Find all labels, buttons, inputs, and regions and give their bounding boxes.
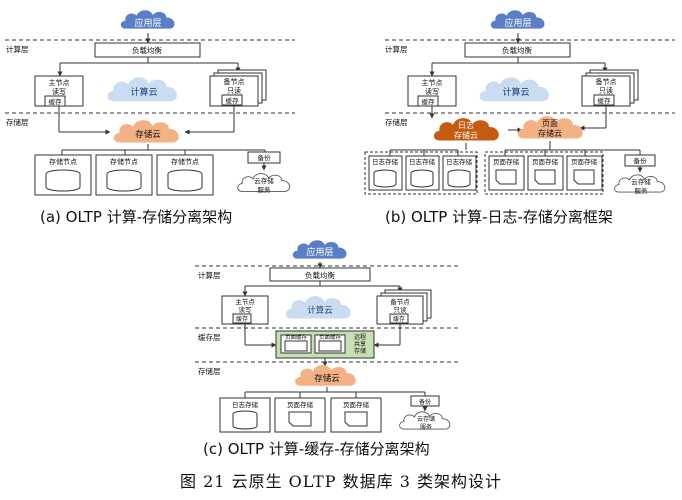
- svg-text:日志存储: 日志存储: [372, 157, 399, 166]
- svg-text:服务: 服务: [258, 185, 272, 194]
- svg-text:备节点: 备节点: [390, 297, 410, 306]
- svg-text:服务: 服务: [635, 186, 649, 195]
- svg-text:存储节点: 存储节点: [171, 157, 199, 166]
- svg-text:读写: 读写: [239, 305, 252, 314]
- svg-text:共享: 共享: [354, 340, 366, 348]
- svg-text:页面存储: 页面存储: [532, 157, 559, 166]
- svg-text:备节点: 备节点: [596, 77, 617, 86]
- page-store-c-1: 页面存储: [274, 397, 326, 433]
- figure-caption: 图 21 云原生 OLTP 数据库 3 类架构设计: [180, 472, 502, 491]
- svg-text:页面存储: 页面存储: [571, 157, 598, 166]
- svg-text:日志存储: 日志存储: [409, 157, 436, 166]
- svg-text:远程: 远程: [354, 333, 366, 341]
- primary-cache-box: [44, 95, 66, 107]
- log-store-3: 日志存储: [442, 155, 477, 191]
- log-store-1: 日志存储: [368, 155, 403, 191]
- svg-text:只读: 只读: [394, 305, 408, 314]
- storage-node-1: 存储节点: [34, 154, 92, 196]
- caption-a: (a) OLTP 计算-存储分离架构: [40, 208, 232, 226]
- svg-text:页面存储: 页面存储: [493, 157, 520, 166]
- app-layer-label: 应用层: [134, 17, 161, 29]
- svg-text:缓存: 缓存: [393, 315, 405, 323]
- page-store-c-2: 页面存储: [330, 397, 382, 433]
- replica-cache-label: 缓存: [226, 96, 240, 105]
- cache-layer-label-c: 缓存层: [198, 332, 221, 342]
- load-balancer-label-c: 负载均衡: [305, 270, 335, 280]
- app-layer-label-c: 应用层: [306, 246, 333, 258]
- svg-text:主节点: 主节点: [422, 78, 443, 87]
- page-store-2: 页面存储: [527, 155, 564, 191]
- replica-node-label-2: 只读: [227, 86, 241, 95]
- panel-a: 应用层 计算层 负载均衡 主节点 读写 缓存 计算云 备节点 只读 缓存 存储层…: [5, 10, 295, 226]
- backup-label-c: 备份: [419, 398, 431, 406]
- primary-node-label-1: 主节点: [49, 78, 70, 87]
- svg-text:缓存: 缓存: [236, 315, 248, 323]
- compute-layer-label-c: 计算层: [198, 270, 221, 280]
- svg-text:缓存: 缓存: [422, 97, 436, 106]
- svg-text:存储节点: 存储节点: [49, 157, 77, 166]
- panel-c: 应用层 计算层 负载均衡 主节点 读写 缓存 计算云 备节点 只读 缓存 缓存层…: [195, 240, 460, 458]
- storage-layer-label: 存储层: [6, 117, 29, 127]
- svg-text:只读: 只读: [599, 86, 613, 95]
- caption-b: (b) OLTP 计算-日志-存储分离框架: [385, 208, 613, 226]
- app-layer-label-b: 应用层: [504, 17, 531, 29]
- svg-text:页面: 页面: [542, 119, 558, 128]
- primary-cache-label: 缓存: [49, 97, 63, 106]
- svg-text:存储: 存储: [354, 347, 366, 355]
- backup-label-b: 备份: [634, 156, 648, 165]
- svg-text:存储节点: 存储节点: [110, 157, 138, 166]
- storage-node-2: 存储节点: [95, 154, 153, 196]
- svg-text:日志: 日志: [458, 120, 474, 130]
- log-store-c: 日志存储: [219, 397, 271, 433]
- svg-text:云存储: 云存储: [631, 177, 651, 186]
- panel-b: 应用层 计算层 负载均衡 主节点 读写 缓存 计算云 备节点 只读 缓存 存储层…: [364, 10, 675, 226]
- svg-text:页面缓存: 页面缓存: [319, 333, 342, 341]
- svg-text:云存储: 云存储: [254, 176, 274, 185]
- svg-text:日志存储: 日志存储: [232, 400, 259, 409]
- storage-cloud-label-c: 存储云: [314, 373, 340, 384]
- storage-layer-label-b: 存储层: [385, 117, 408, 127]
- page-store-1: 页面存储: [488, 155, 525, 191]
- primary-node-label-2: 读写: [52, 87, 66, 96]
- svg-text:页面存储: 页面存储: [343, 400, 370, 409]
- load-balancer-label: 负载均衡: [132, 45, 162, 55]
- svg-text:主节点: 主节点: [235, 297, 255, 306]
- caption-c: (c) OLTP 计算-缓存-存储分离架构: [203, 440, 430, 458]
- compute-layer-label-b: 计算层: [385, 44, 408, 54]
- load-balancer-label-b: 负载均衡: [502, 45, 532, 55]
- storage-layer-label-c: 存储层: [198, 366, 221, 376]
- backup-label: 备份: [258, 153, 272, 162]
- svg-text:日志存储: 日志存储: [446, 157, 473, 166]
- compute-cloud-label-b: 计算云: [502, 86, 529, 98]
- compute-cloud-label-c: 计算云: [307, 305, 333, 316]
- svg-text:页面缓存: 页面缓存: [285, 333, 308, 341]
- replica-cache-box: [221, 94, 243, 106]
- svg-text:页面存储: 页面存储: [287, 400, 314, 409]
- compute-layer-label: 计算层: [6, 44, 29, 54]
- svg-text:缓存: 缓存: [598, 96, 612, 105]
- svg-text:服务: 服务: [420, 423, 432, 431]
- compute-cloud-label: 计算云: [130, 86, 157, 98]
- storage-node-3: 存储节点: [156, 154, 214, 196]
- svg-text:云存储: 云存储: [417, 415, 435, 423]
- svg-text:存储云: 存储云: [538, 128, 562, 138]
- replica-node-label-1: 备节点: [224, 77, 245, 86]
- svg-text:读写: 读写: [425, 87, 439, 96]
- storage-cloud-label: 存储云: [135, 129, 161, 140]
- page-store-3: 页面存储: [566, 155, 603, 191]
- svg-text:存储云: 存储云: [454, 130, 478, 140]
- log-store-2: 日志存储: [405, 155, 440, 191]
